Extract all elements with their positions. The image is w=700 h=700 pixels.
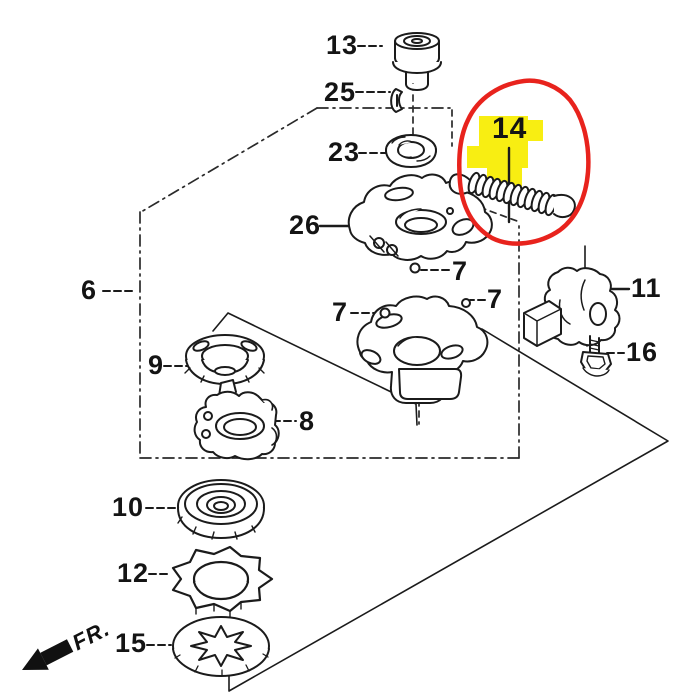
part-13-pulley (392, 32, 442, 91)
part-label-14-highlighted: 14 (492, 112, 528, 145)
part-10-pulley (177, 479, 265, 540)
part-label-7a: 7 (452, 256, 469, 286)
fr-label: FR. (68, 616, 114, 656)
fr-arrow-shaft (40, 639, 74, 666)
part-label-23: 23 (328, 137, 361, 167)
part-11-bracket (523, 245, 621, 347)
assembly-boundary-lines (139, 107, 520, 459)
part-label-11: 11 (631, 273, 662, 303)
highlight-red-circle (457, 78, 591, 246)
part-label-12: 12 (117, 558, 150, 588)
part-15-lock-washer (172, 616, 270, 677)
part-7-bolt-c (461, 298, 471, 308)
part-label-10: 10 (112, 492, 145, 522)
part-label-15: 15 (115, 628, 148, 658)
part-7-bolt-a (409, 262, 421, 274)
part-valve-plate (356, 295, 489, 404)
part-23-bearing (385, 134, 437, 168)
part-16-bolt (580, 335, 612, 377)
leader-lines (102, 45, 625, 646)
part-label-7b: 7 (332, 297, 349, 327)
part-7-bolt-b (379, 307, 391, 319)
part-26-pivot-plate (347, 173, 493, 261)
part-label-9: 9 (148, 350, 165, 380)
part-9-spring-ring (184, 334, 265, 385)
part-label-7c: 7 (487, 284, 504, 314)
part-label-16: 16 (626, 337, 659, 367)
part-label-25: 25 (324, 77, 357, 107)
part-12-gear-washer (171, 545, 274, 618)
part-label-13: 13 (326, 30, 359, 60)
part-label-6: 6 (81, 275, 98, 305)
part-25-key (390, 88, 403, 113)
part-label-8: 8 (299, 406, 316, 436)
fr-arrowhead (22, 648, 49, 670)
fr-direction-arrow: FR. (22, 616, 114, 670)
part-8-clamp (193, 379, 280, 461)
part-label-26: 26 (289, 210, 322, 240)
highlight-yellow-block (467, 116, 543, 193)
